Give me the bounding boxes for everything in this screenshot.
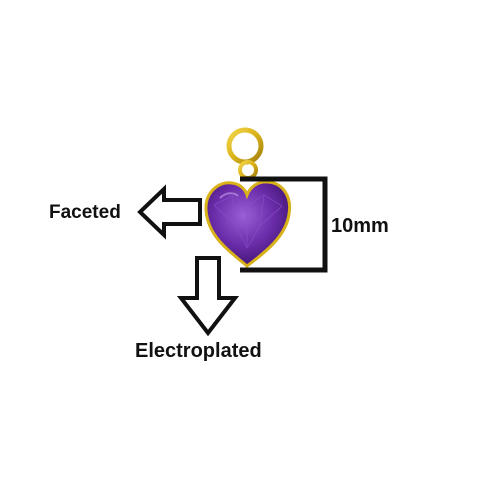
faceted-arrow-icon — [137, 184, 202, 240]
heart-gemstone — [204, 180, 292, 268]
size-bracket — [240, 176, 328, 273]
size-label: 10mm — [331, 215, 389, 237]
faceted-label: Faceted — [49, 202, 121, 223]
jump-ring — [226, 127, 264, 180]
electroplated-label: Electroplated — [135, 340, 262, 362]
electroplated-arrow-icon — [176, 256, 240, 337]
